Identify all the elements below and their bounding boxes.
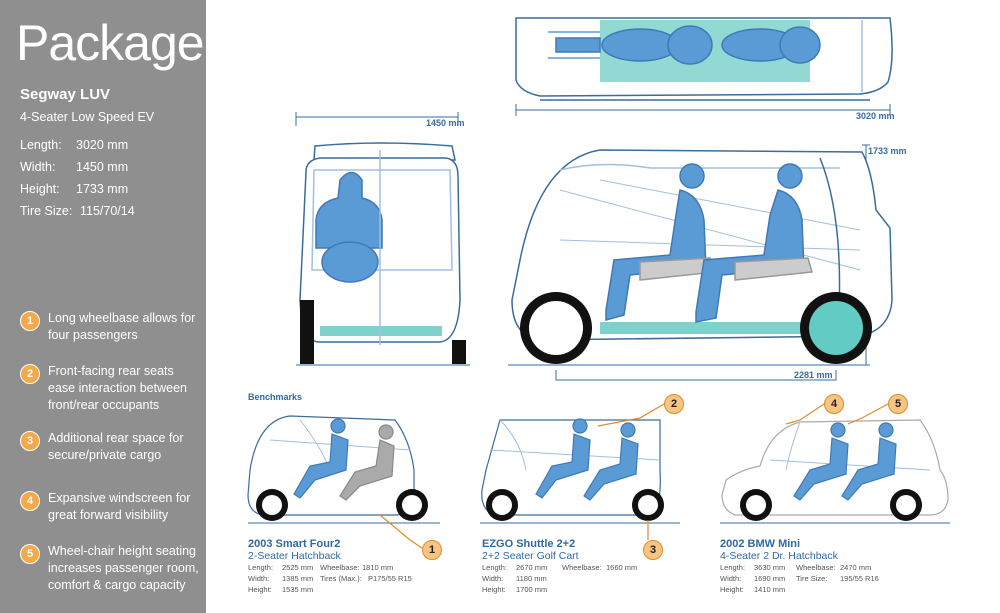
callout-badge-5: 5 (888, 394, 908, 414)
benchmark-mini-caption: 2002 BMW Mini 4-Seater 2 Dr. Hatchback L… (720, 538, 950, 599)
front-view (295, 112, 470, 366)
number-badge: 3 (20, 431, 40, 451)
dim-width: 1450 mm (426, 118, 465, 128)
benchmark-smart-caption: 2003 Smart Four2 2-Seater Hatchback Leng… (248, 538, 478, 599)
model-name: Segway LUV (20, 86, 111, 103)
benchmark-mini (720, 419, 950, 524)
benchmark-subtitle: 2+2 Seater Golf Cart (482, 550, 579, 562)
note-text: Long wheelbase allows for four passenger… (48, 311, 196, 342)
benchmark-subtitle: 2-Seater Hatchback (248, 550, 341, 562)
benchmark-title: 2002 BMW Mini (720, 538, 801, 550)
benchmark-smart (247, 415, 440, 524)
note-text: Expansive windscreen for great forward v… (48, 491, 191, 522)
side-view (508, 144, 893, 381)
callout-badge-4: 4 (824, 394, 844, 414)
number-badge: 2 (20, 364, 40, 384)
dim-height: 1733 mm (868, 146, 907, 156)
benchmark-ezgo (480, 418, 680, 524)
number-badge: 5 (20, 544, 40, 564)
page-title: Package (16, 15, 205, 71)
sidebar: Package Segway LUV 4-Seater Low Speed EV… (0, 0, 206, 613)
model-subtitle: 4-Seater Low Speed EV (20, 110, 155, 124)
benchmark-specs: Length:2670 mm Width:1180 mm Height:1700… (482, 563, 638, 594)
benchmark-specs: Length:2525 mm Width:1385 mm Height:1535… (248, 563, 412, 594)
benchmark-ezgo-caption: EZGO Shuttle 2+2 2+2 Seater Golf Cart Le… (482, 538, 712, 599)
callout-badge-3: 3 (643, 540, 663, 560)
note-text: Additional rear space for secure/private… (48, 431, 184, 462)
note-text: Wheel-chair height seating increases pas… (48, 544, 199, 592)
dim-wheelbase: 2281 mm (794, 370, 833, 380)
spec-height: Height:1733 mm (20, 182, 129, 196)
spec-length: Length:3020 mm (20, 138, 129, 152)
benchmark-title: 2003 Smart Four2 (248, 538, 341, 550)
top-view (515, 17, 893, 116)
benchmarks-heading: Benchmarks (248, 392, 303, 402)
benchmark-subtitle: 4-Seater 2 Dr. Hatchback (720, 550, 838, 562)
number-badge: 1 (20, 311, 40, 331)
callout-leaders (379, 403, 889, 549)
benchmark-specs: Length:3630 mm Width:1690 mm Height:1410… (720, 563, 879, 594)
benchmark-title: EZGO Shuttle 2+2 (482, 538, 576, 550)
note-text: Front-facing rear seats ease interaction… (48, 364, 187, 412)
callout-badge-1: 1 (422, 540, 442, 560)
dim-length: 3020 mm (856, 111, 895, 121)
callout-badge-2: 2 (664, 394, 684, 414)
spec-tire-size: Tire Size:115/70/14 (20, 204, 135, 218)
spec-width: Width:1450 mm (20, 160, 129, 174)
number-badge: 4 (20, 491, 40, 511)
